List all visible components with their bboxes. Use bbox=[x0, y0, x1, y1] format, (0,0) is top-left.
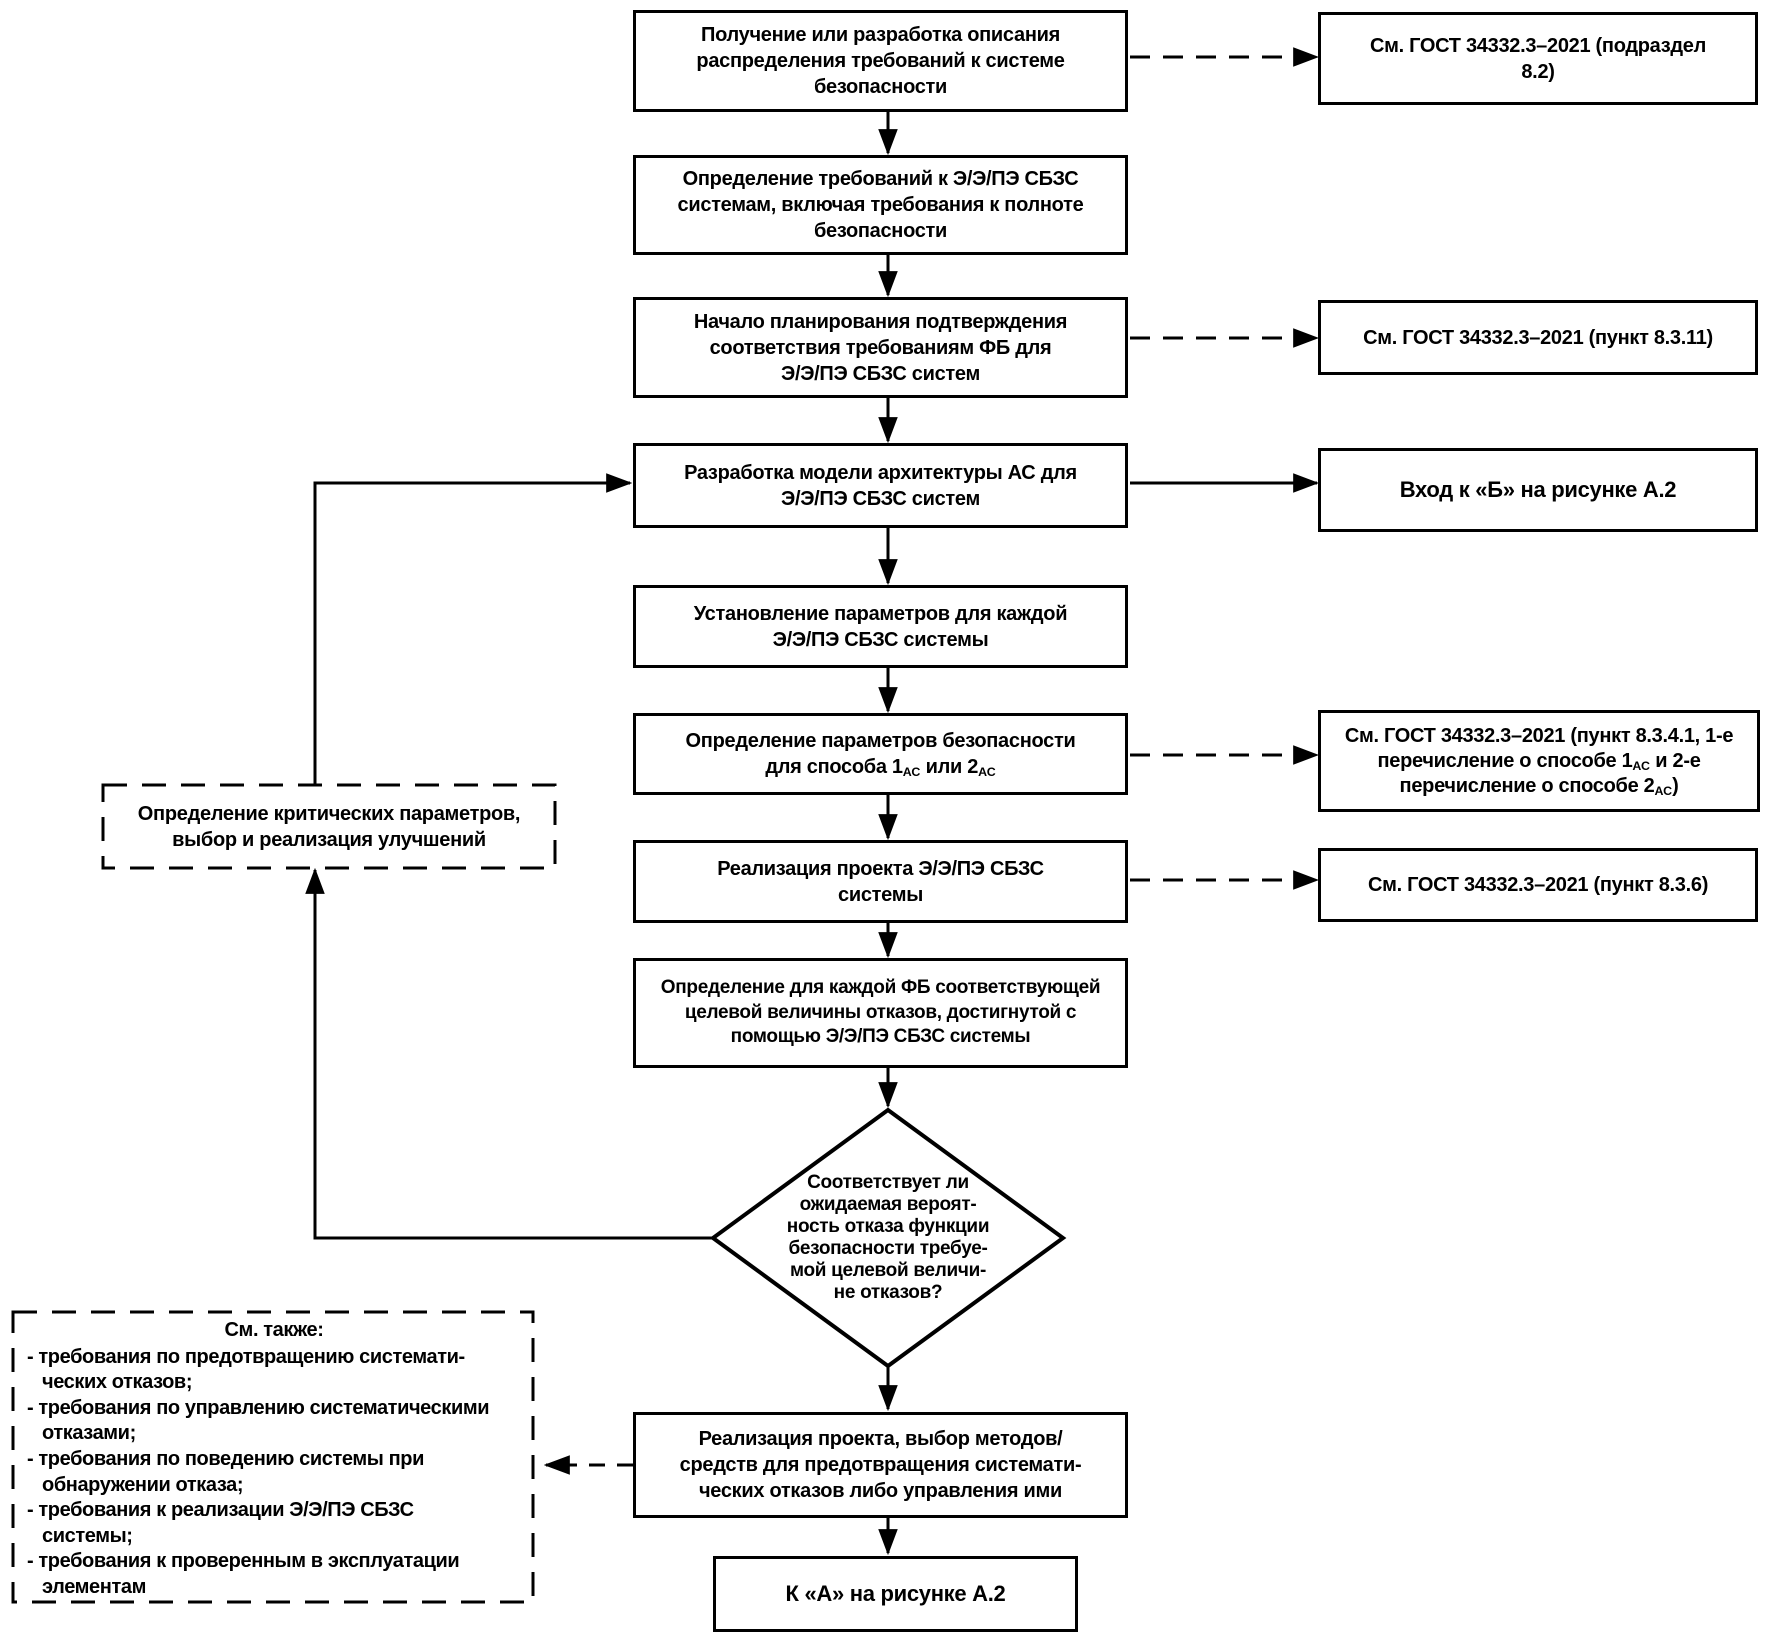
note-gost-8-3-4-1-label: См. ГОСТ 34332.3–2021 (пункт 8.3.4.1, 1-… bbox=[1344, 724, 1734, 798]
note-entry-b-box: Вход к «Б» на рисунке А.2 bbox=[1318, 448, 1758, 532]
see-also-item: - требования по поведению системы при об… bbox=[27, 1447, 424, 1496]
arrow-decision-feedback-box bbox=[305, 867, 713, 1240]
step-define-requirements-box: Определение требований к Э/Э/ПЭ СБЗС сис… bbox=[633, 155, 1128, 255]
arrow-feedback-box-step4 bbox=[313, 473, 633, 785]
feedback-improvements-box bbox=[101, 783, 557, 870]
see-also-item: - требования к проверенным в эксплуатаци… bbox=[27, 1550, 460, 1598]
feedback-improvements-label: Определение критических параметров, выбо… bbox=[137, 802, 521, 851]
note-gost-8-3-11-box: См. ГОСТ 34332.3–2021 (пункт 8.3.11) bbox=[1318, 300, 1758, 375]
end-reference-box: К «А» на рисунке А.2 bbox=[713, 1556, 1078, 1632]
see-also-list: - требования по предотвращению системати… bbox=[27, 1345, 521, 1601]
decision-diamond bbox=[709, 1107, 1067, 1369]
step-obtain-allocation-box: Получение или разработка описания распре… bbox=[633, 10, 1128, 112]
see-also-item: - требования к реализации Э/Э/ПЭ СБЗС си… bbox=[27, 1499, 414, 1547]
decision-label: Соответствует ли ожидаемая вероят- ность… bbox=[786, 1171, 990, 1304]
see-also-note-box bbox=[11, 1310, 535, 1604]
step-set-parameters-box: Установление параметров для каждой Э/Э/П… bbox=[633, 585, 1128, 668]
step-determine-failure-target-box: Определение для каждой ФБ соответствующе… bbox=[633, 958, 1128, 1068]
note-gost-8-2-box: См. ГОСТ 34332.3–2021 (подраздел 8.2) bbox=[1318, 12, 1758, 105]
step-systematic-measures-box: Реализация проекта, выбор методов/ средс… bbox=[633, 1412, 1128, 1518]
note-gost-8-3-4-1-box: См. ГОСТ 34332.3–2021 (пункт 8.3.4.1, 1-… bbox=[1318, 710, 1760, 812]
see-also-item: - требования по управлению систематическ… bbox=[27, 1396, 490, 1445]
step-start-validation-planning-box: Начало планирования подтверждения соотве… bbox=[633, 297, 1128, 398]
see-also-note: См. также: - требования по предотвращени… bbox=[13, 1312, 533, 1602]
see-also-title: См. также: bbox=[224, 1319, 324, 1341]
step-develop-architecture-model-box: Разработка модели архитектуры АС для Э/Э… bbox=[633, 443, 1128, 528]
note-gost-8-3-6-box: См. ГОСТ 34332.3–2021 (пункт 8.3.6) bbox=[1318, 848, 1758, 922]
see-also-item: - требования по предотвращению системати… bbox=[27, 1345, 465, 1394]
step-implement-design-box: Реализация проекта Э/Э/ПЭ СБЗС системы bbox=[633, 840, 1128, 923]
